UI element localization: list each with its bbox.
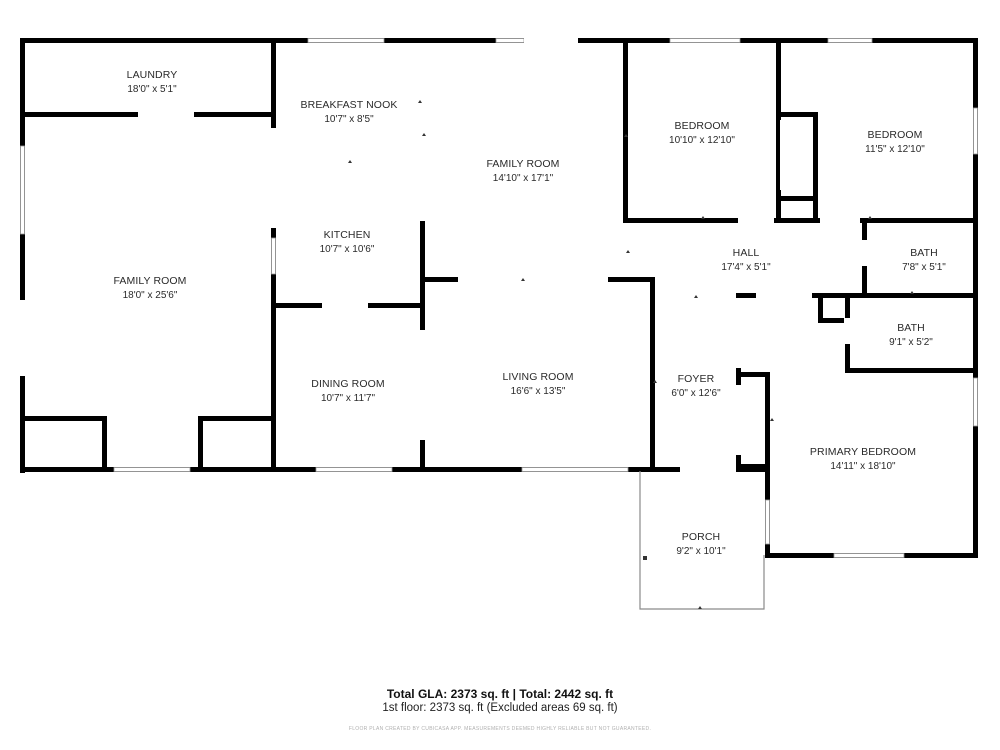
room-name: BEDROOM — [675, 120, 730, 132]
room-name: BATH — [897, 322, 925, 334]
room-name: LAUNDRY — [127, 69, 178, 81]
room-dimensions: 9'1" x 5'2" — [889, 337, 933, 348]
room-living-room: LIVING ROOM 16'6" x 13'5" — [502, 371, 573, 397]
room-name: HALL — [733, 247, 760, 259]
room-family-room-left: FAMILY ROOM 18'0" x 25'6" — [113, 275, 186, 301]
room-dimensions: 18'0" x 5'1" — [127, 84, 177, 95]
room-name: DINING ROOM — [311, 378, 384, 390]
room-dimensions: 10'7" x 8'5" — [324, 114, 374, 125]
room-dimensions: 10'7" x 11'7" — [321, 393, 376, 404]
room-dimensions: 18'0" x 25'6" — [123, 290, 178, 301]
room-kitchen: KITCHEN 10'7" x 10'6" — [320, 229, 375, 255]
room-dining-room: DINING ROOM 10'7" x 11'7" — [311, 378, 384, 404]
room-dimensions: 10'10" x 12'10" — [669, 135, 735, 146]
room-hall: HALL 17'4" x 5'1" — [721, 247, 771, 273]
room-breakfast-nook: BREAKFAST NOOK 10'7" x 8'5" — [301, 99, 398, 125]
room-bedroom-1: BEDROOM 10'10" x 12'10" — [669, 120, 735, 146]
room-dimensions: 6'0" x 12'6" — [671, 388, 721, 399]
room-name: FOYER — [678, 373, 715, 385]
room-dimensions: 7'8" x 5'1" — [902, 262, 946, 273]
room-name: BEDROOM — [868, 129, 923, 141]
door-markers — [348, 100, 914, 609]
room-laundry: LAUNDRY 18'0" x 5'1" — [127, 69, 178, 95]
room-labels: LAUNDRY 18'0" x 5'1" FAMILY ROOM 18'0" x… — [113, 69, 946, 557]
room-dimensions: 10'7" x 10'6" — [320, 244, 375, 255]
room-name: BATH — [910, 247, 938, 259]
room-name: FAMILY ROOM — [113, 275, 186, 287]
room-bedroom-2: BEDROOM 11'5" x 12'10" — [865, 129, 925, 155]
openings-and-windows — [19, 37, 978, 558]
room-dimensions: 11'5" x 12'10" — [865, 144, 925, 155]
room-primary-bedroom: PRIMARY BEDROOM 14'11" x 18'10" — [810, 446, 916, 472]
floor-area-breakdown: 1st floor: 2373 sq. ft (Excluded areas 6… — [382, 702, 618, 714]
room-name: KITCHEN — [324, 229, 371, 241]
room-dimensions: 14'11" x 18'10" — [830, 461, 896, 472]
room-foyer: FOYER 6'0" x 12'6" — [671, 373, 721, 399]
room-dimensions: 9'2" x 10'1" — [676, 546, 726, 557]
total-area-summary: Total GLA: 2373 sq. ft | Total: 2442 sq.… — [386, 687, 614, 701]
disclaimer: FLOOR PLAN CREATED BY CUBICASA APP. MEAS… — [348, 726, 652, 732]
room-bath-1: BATH 7'8" x 5'1" — [902, 247, 946, 273]
room-porch: PORCH 9'2" x 10'1" — [676, 531, 726, 557]
room-name: LIVING ROOM — [502, 371, 573, 383]
room-name: PORCH — [682, 531, 720, 543]
room-name: PRIMARY BEDROOM — [810, 446, 916, 458]
room-dimensions: 16'6" x 13'5" — [511, 386, 566, 397]
room-dimensions: 14'10" x 17'1" — [493, 173, 554, 184]
room-family-room-center: FAMILY ROOM 14'10" x 17'1" — [486, 158, 559, 184]
room-name: BREAKFAST NOOK — [301, 99, 398, 111]
room-name: FAMILY ROOM — [486, 158, 559, 170]
room-dimensions: 17'4" x 5'1" — [721, 262, 771, 273]
room-bath-2: BATH 9'1" x 5'2" — [889, 322, 933, 348]
